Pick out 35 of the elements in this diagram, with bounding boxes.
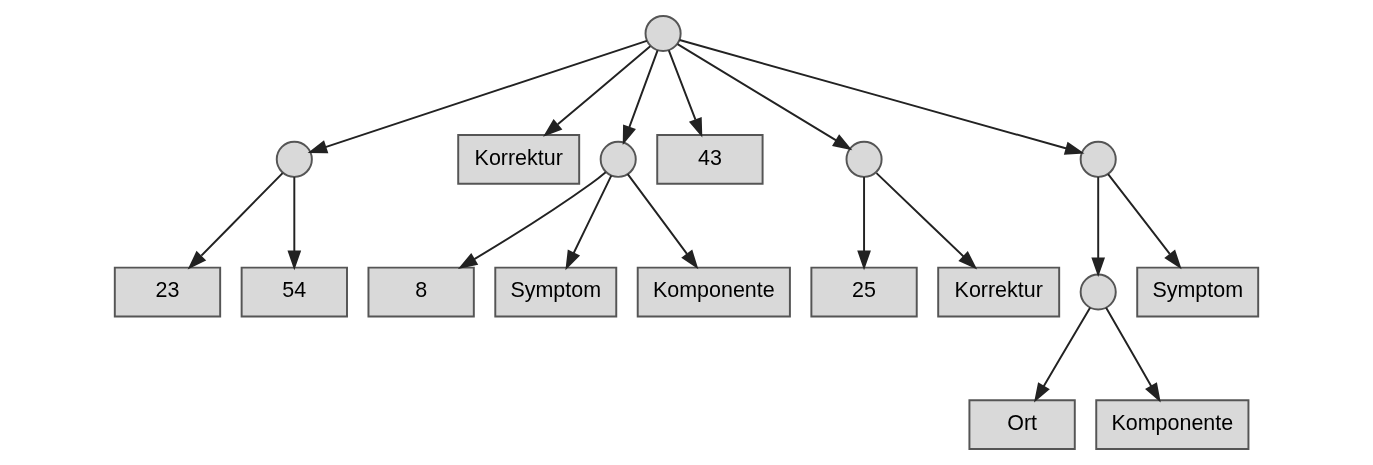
node-box: Korrektur — [937, 266, 1061, 318]
node-circle — [275, 140, 313, 178]
node-box: 43 — [656, 133, 764, 185]
arrow — [457, 171, 607, 269]
arrow — [287, 176, 302, 271]
arrow — [676, 43, 853, 151]
arrow — [857, 176, 871, 271]
arrow — [1091, 176, 1106, 278]
node-circle — [845, 140, 883, 178]
node-box: 54 — [240, 266, 348, 318]
arrow — [1034, 306, 1092, 403]
node-box: Korrektur — [457, 133, 581, 185]
node-circle — [1079, 273, 1117, 311]
node-box: 23 — [113, 266, 222, 318]
arrow — [875, 172, 978, 270]
arrow — [678, 39, 1085, 155]
arrow — [187, 172, 284, 270]
arrow — [565, 174, 613, 271]
node-box: Symptom — [1136, 266, 1260, 318]
node-box: Komponente — [636, 266, 791, 318]
arrow — [543, 45, 652, 137]
arrow — [667, 49, 703, 138]
node-circle — [644, 14, 682, 52]
arrow — [1107, 173, 1182, 270]
node-box: Symptom — [494, 266, 618, 318]
node-circle — [599, 140, 637, 178]
arrow — [626, 173, 699, 270]
node-box: Ort — [968, 399, 1076, 451]
node-box: Komponente — [1095, 399, 1250, 451]
arrow — [622, 49, 659, 146]
arrow — [1105, 306, 1161, 403]
arrow — [307, 39, 648, 154]
node-box: 25 — [810, 266, 918, 318]
node-circle — [1079, 140, 1117, 178]
node-box: 8 — [367, 266, 475, 318]
